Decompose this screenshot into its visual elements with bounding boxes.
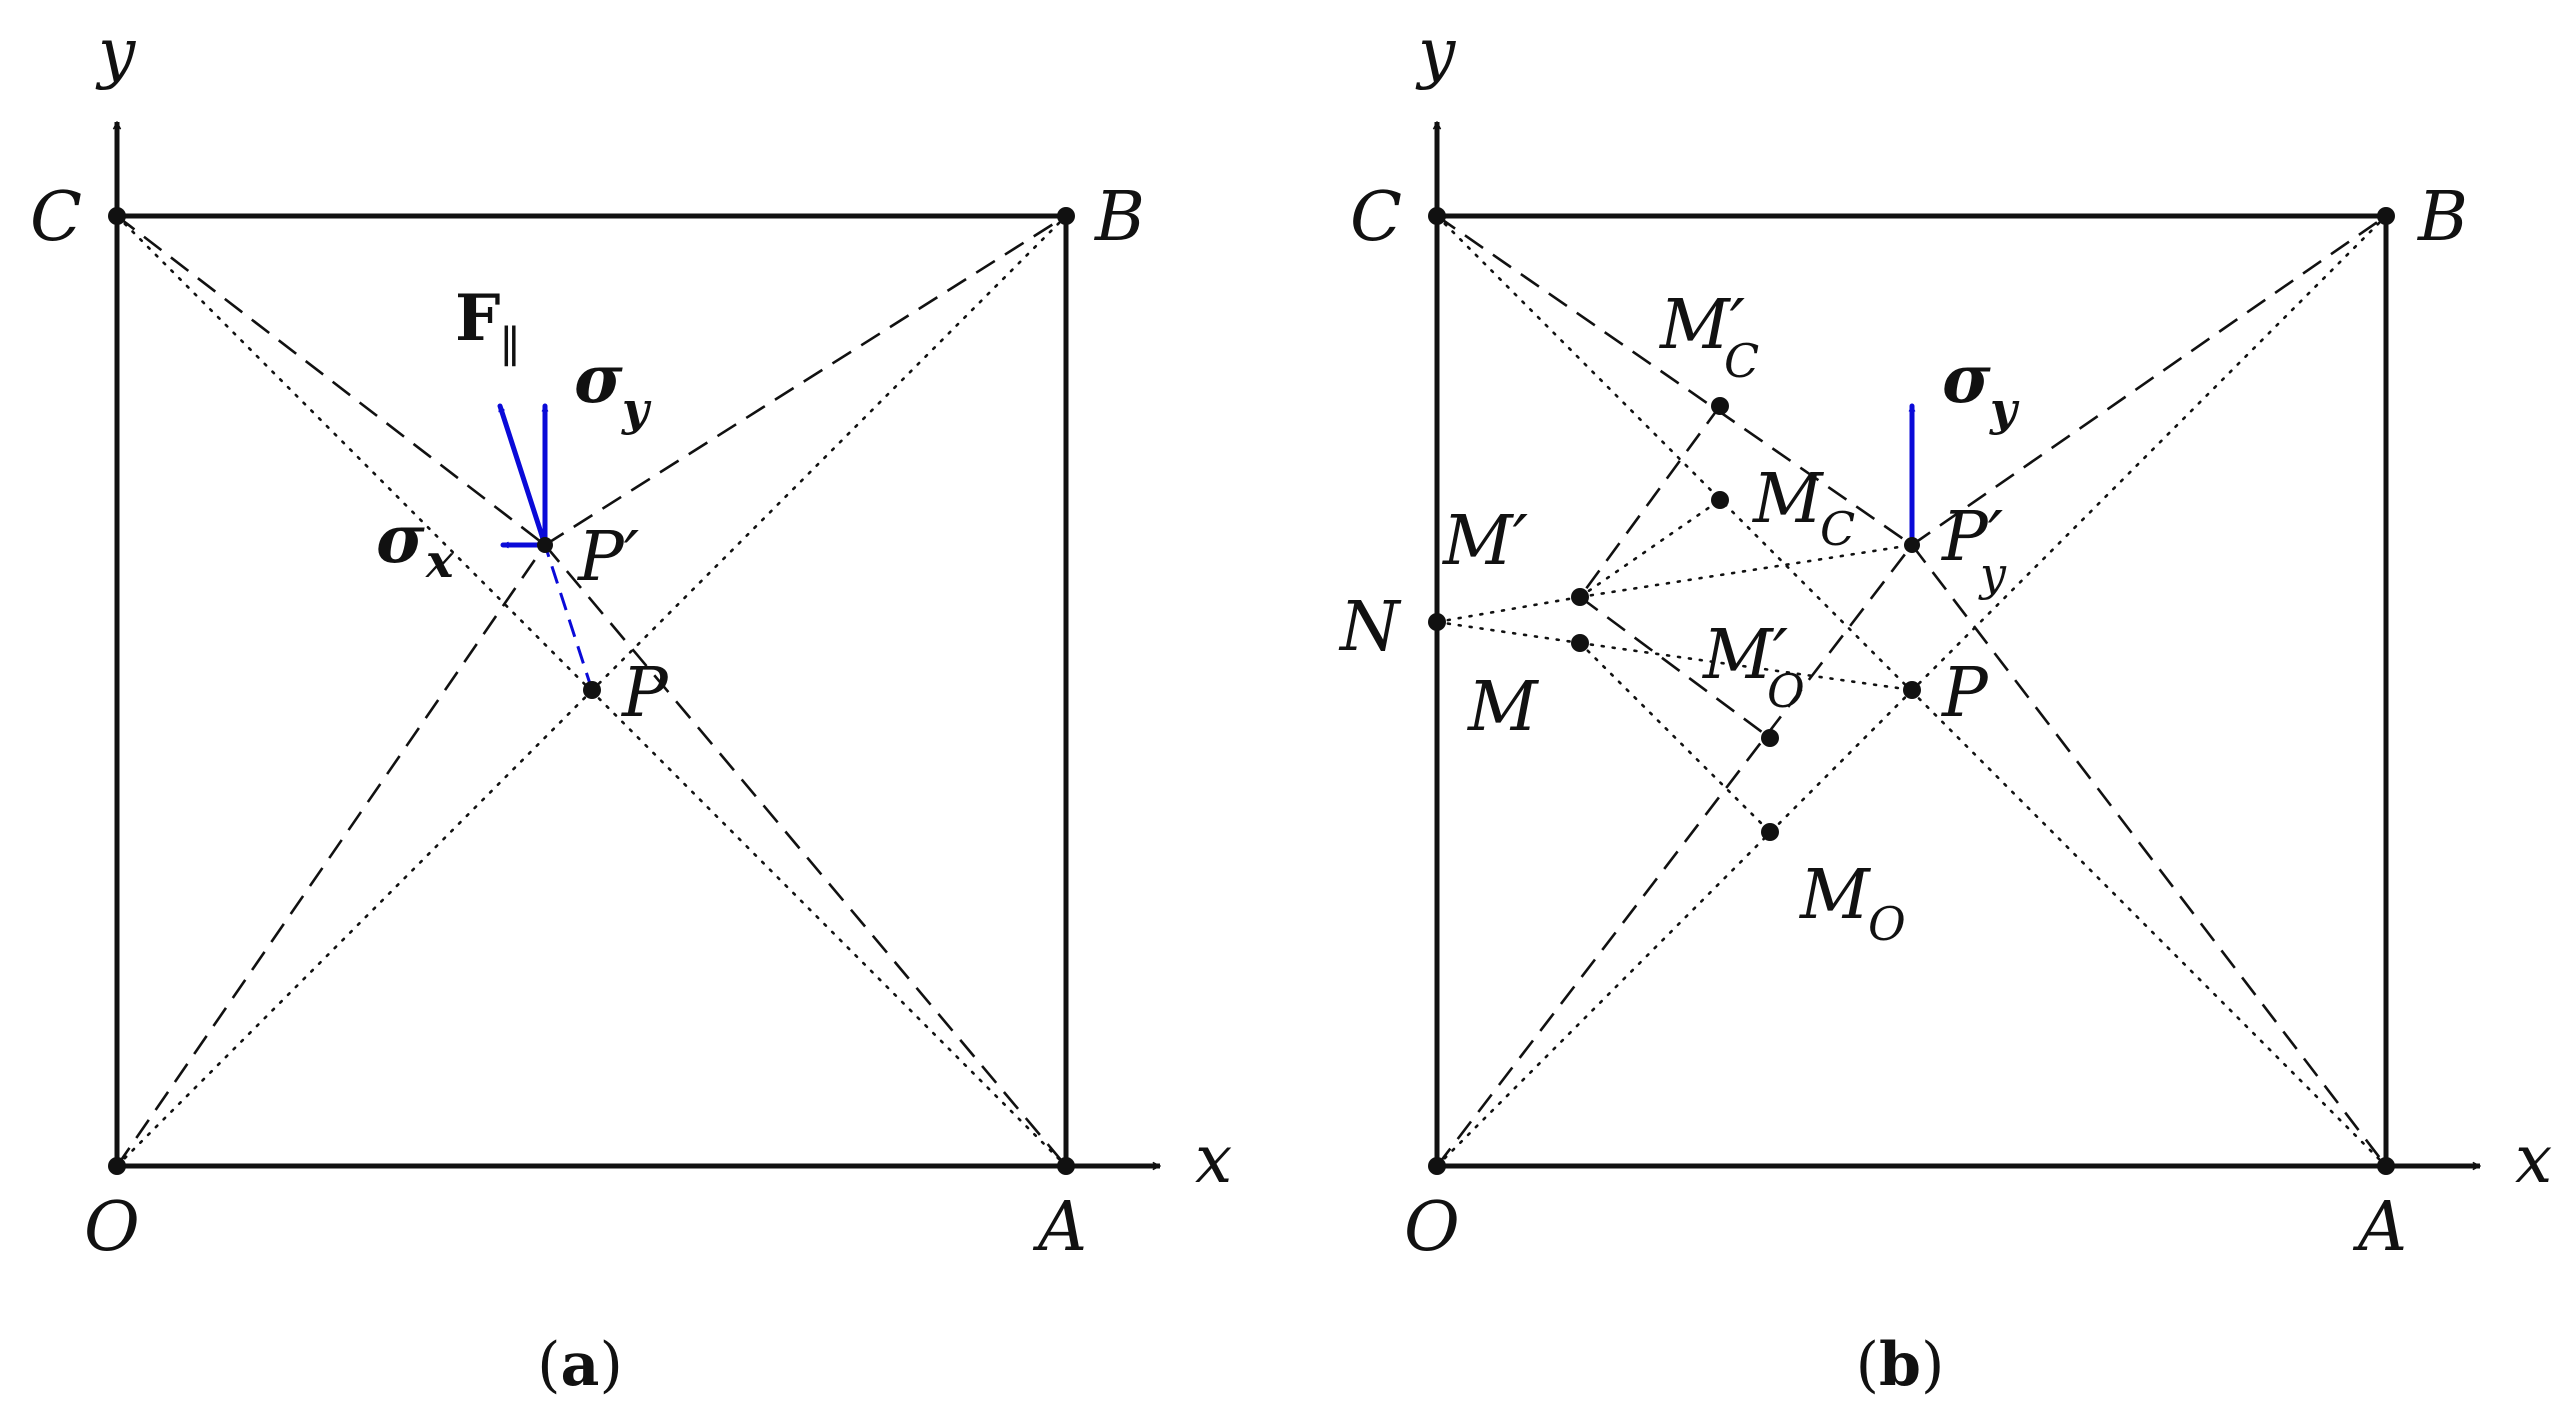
dashed-mprime-c-to-mprime (1578, 405, 1722, 598)
dotted-n-to-m (1435, 620, 1582, 645)
dashed-pprime-to-b (544, 214, 1067, 547)
caption-b: (b) (1856, 1330, 1945, 1400)
label-p: P (1940, 654, 1989, 733)
dotted-n-to-mprime (1435, 595, 1582, 624)
label-mprime-c-sub: C (1724, 334, 1759, 388)
point-mo (1761, 823, 1779, 841)
dotted-m-to-p (1578, 641, 1914, 692)
label-b: B (2416, 178, 2468, 257)
point-a (1057, 1157, 1075, 1175)
label-sigma-x: σ (376, 500, 425, 578)
point-b (1057, 207, 1075, 225)
label-o: O (84, 1188, 140, 1267)
label-mc-sub: C (1820, 502, 1855, 556)
dashed-c-to-pprime-y (1436, 214, 1913, 547)
label-sigma-y-sub: y (621, 382, 652, 436)
point-a (2377, 1157, 2395, 1175)
dashed-pprime-y-to-a (1910, 544, 2388, 1167)
dotted-mprime-to-mc (1578, 498, 1722, 599)
label-n: N (1338, 588, 1402, 667)
label-o: O (1404, 1188, 1460, 1267)
label-pprime-y-sub: y (1978, 547, 2007, 601)
axis-label-x: x (1195, 1121, 1232, 1198)
panel-b: y x O A B C N M′ M M′ C M C M′ O M O P P… (1338, 14, 2552, 1400)
point-mprime-c (1711, 397, 1729, 415)
label-a: A (1032, 1188, 1087, 1267)
displacement-dashed (543, 544, 594, 691)
point-p (583, 681, 601, 699)
point-n (1428, 613, 1446, 631)
point-b (2377, 207, 2395, 225)
vector-f-parallel (497, 403, 548, 548)
label-sigma-y: σ (574, 340, 623, 418)
point-mc (1711, 491, 1729, 509)
axis-label-x: x (2515, 1121, 2552, 1198)
point-c (108, 207, 126, 225)
label-sigma-y: σ (1942, 340, 1991, 418)
dashed-pprime-to-a (544, 544, 1067, 1167)
point-m (1571, 634, 1589, 652)
label-c: C (30, 178, 82, 257)
label-mo: M (1798, 856, 1872, 935)
label-sigma-y-sub: y (1989, 382, 2020, 436)
dotted-m-to-mo (1578, 641, 1772, 834)
point-o (1428, 1157, 1446, 1175)
label-a: A (2352, 1188, 2407, 1267)
label-b: B (1093, 178, 1145, 257)
label-mprime-c: M′ (1658, 286, 1746, 365)
label-f-parallel-sub: ∥ (500, 322, 520, 373)
label-mprime: M′ (1441, 502, 1529, 581)
label-mo-sub: O (1868, 897, 1906, 951)
label-mprime-o: M′ (1701, 616, 1789, 695)
point-pprime (537, 537, 553, 553)
point-pprime-y (1904, 537, 1920, 553)
label-pprime: P′ (576, 518, 640, 597)
dashed-mprime-to-mprime-o (1579, 595, 1771, 740)
axis-label-y: y (1415, 14, 1456, 91)
label-m: M (1466, 668, 1540, 747)
point-p (1903, 681, 1921, 699)
point-mprime-o (1761, 729, 1779, 747)
point-c (1428, 207, 1446, 225)
label-f-parallel: F (455, 281, 500, 356)
dashed-c-to-pprime (116, 214, 546, 547)
caption-a: (a) (537, 1330, 623, 1400)
label-sigma-x-sub: x (425, 534, 454, 588)
label-p: P (620, 654, 669, 733)
label-c: C (1350, 178, 1402, 257)
dotted-mprime-to-pprime-y (1578, 543, 1914, 599)
label-mc: M (1751, 460, 1825, 539)
dashed-pprime-y-to-b (1911, 214, 2387, 547)
axis-label-y: y (95, 14, 136, 91)
label-mprime-o-sub: O (1767, 664, 1805, 718)
panel-a: y x O A B C P P′ F ∥ σ y σ x (a) (30, 14, 1232, 1400)
label-pprime-y: P′ (1940, 498, 2004, 577)
dashed-o-to-pprime (115, 544, 547, 1167)
point-mprime (1571, 588, 1589, 606)
dashed-o-to-pprime-y (1435, 544, 1914, 1167)
point-o (108, 1157, 126, 1175)
